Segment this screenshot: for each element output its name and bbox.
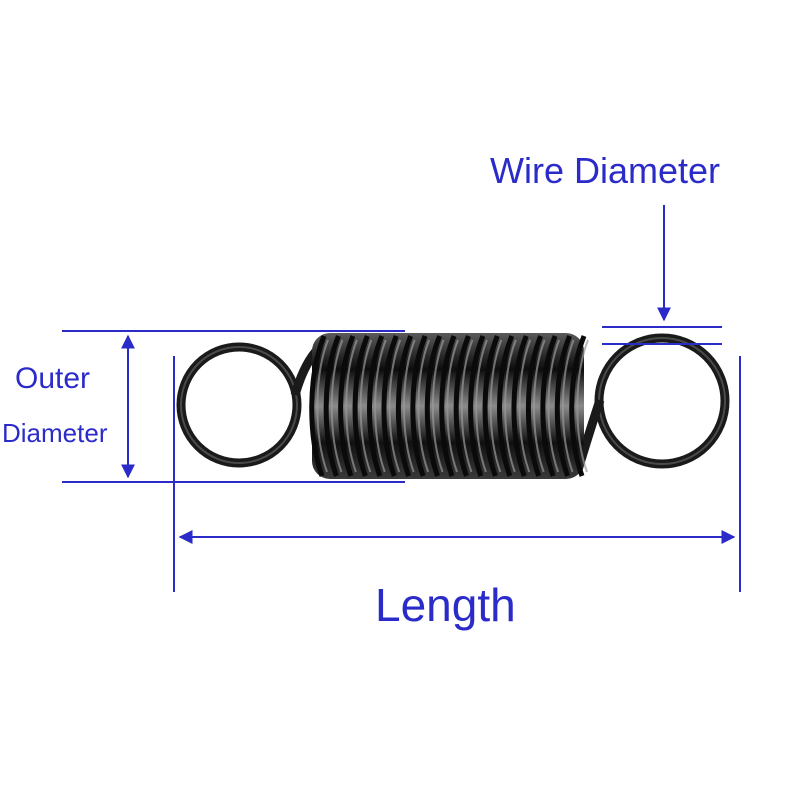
coil-highlight bbox=[417, 339, 431, 473]
wire-diameter-dimension bbox=[602, 205, 722, 345]
coil-highlight bbox=[460, 339, 474, 473]
coil-turn bbox=[323, 335, 341, 477]
extension-spring bbox=[176, 333, 730, 479]
coil-turn bbox=[395, 335, 413, 477]
wire-diameter-label: Wire Diameter bbox=[490, 150, 721, 191]
length-dimension bbox=[173, 356, 741, 592]
coil-highlight bbox=[388, 339, 402, 473]
coil-turn bbox=[424, 335, 442, 477]
coil-turn bbox=[511, 335, 529, 477]
coil-turn bbox=[497, 335, 515, 477]
outer-diameter-dimension bbox=[62, 330, 405, 483]
coil-highlight bbox=[561, 339, 575, 473]
coil-highlight bbox=[446, 339, 459, 473]
coil-turn bbox=[352, 335, 370, 477]
coil-highlight bbox=[547, 339, 561, 473]
coil-highlight bbox=[576, 339, 589, 473]
coil-turn bbox=[482, 335, 500, 477]
coil-highlight bbox=[489, 339, 503, 473]
coil-highlight bbox=[330, 339, 344, 473]
coil-turn bbox=[569, 335, 587, 477]
coil-turn bbox=[453, 335, 471, 477]
coil-highlight bbox=[359, 339, 373, 473]
coil-highlight bbox=[533, 339, 546, 473]
coil-turn bbox=[367, 335, 385, 477]
coil-highlight bbox=[431, 339, 445, 473]
diameter-label: Diameter bbox=[2, 418, 108, 448]
coil-highlight bbox=[345, 339, 358, 473]
coil-turns bbox=[309, 335, 589, 477]
coil-highlight bbox=[374, 339, 387, 473]
coil-turn bbox=[338, 335, 356, 477]
coil-highlight bbox=[316, 339, 329, 473]
coil-highlight bbox=[518, 339, 532, 473]
coil-turn bbox=[540, 335, 558, 477]
length-label: Length bbox=[375, 579, 516, 631]
coil-highlight bbox=[403, 339, 416, 473]
coil-turn bbox=[525, 335, 543, 477]
coil-turn bbox=[381, 335, 399, 477]
coil-turn bbox=[410, 335, 428, 477]
coil-highlight bbox=[504, 339, 517, 473]
coil-highlight bbox=[475, 339, 488, 473]
outer-label: Outer bbox=[15, 362, 91, 395]
coil-turn bbox=[309, 335, 327, 477]
coil-turn bbox=[439, 335, 457, 477]
coil-turn bbox=[468, 335, 486, 477]
coil-turn bbox=[554, 335, 572, 477]
